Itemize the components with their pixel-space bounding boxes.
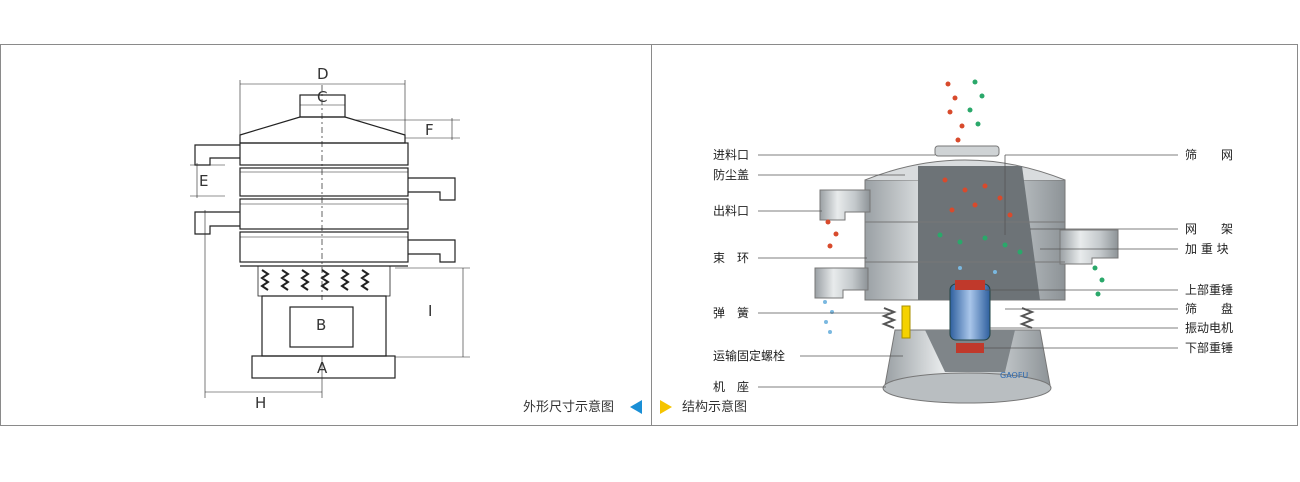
arrow-left-icon[interactable] — [630, 400, 642, 414]
structure-drawing — [814, 79, 1119, 404]
part-label-clamp-ring: 束 环 — [713, 251, 749, 265]
dim-label-a: A — [317, 359, 328, 377]
part-label-screen-mesh: 筛 网 — [1185, 147, 1233, 162]
caption-structure-drawing: 结构示意图 — [682, 400, 748, 415]
dim-label-e: E — [199, 172, 208, 190]
caption-dimension-drawing: 外形尺寸示意图 — [523, 400, 615, 415]
part-label-screen-tray: 筛 盘 — [1185, 301, 1233, 316]
part-label-upper-weight: 上部重锤 — [1185, 282, 1233, 297]
dim-label-c: C — [317, 88, 327, 106]
leader-lines — [758, 154, 1178, 388]
part-label-weight-block: 加 重 块 — [1185, 242, 1229, 256]
part-label-dust-cover: 防尘盖 — [713, 167, 749, 182]
part-label-lower-weight: 下部重锤 — [1185, 340, 1233, 355]
part-label-spring: 弹 簧 — [713, 305, 749, 320]
part-label-outlet: 出料口 — [713, 204, 749, 218]
dim-label-b: B — [316, 316, 326, 334]
part-label-vibration-motor: 振动电机 — [1185, 321, 1233, 335]
dim-label-h: H — [255, 394, 266, 412]
part-label-transport-bolt: 运输固定螺栓 — [713, 348, 785, 363]
part-label-feed-inlet: 进料口 — [713, 148, 749, 162]
panel-divider — [651, 44, 652, 426]
part-label-mesh-frame: 网 架 — [1185, 222, 1233, 236]
arrow-right-icon[interactable] — [660, 400, 672, 414]
dim-label-i: I — [428, 302, 432, 320]
brand-mark: GAOFU — [1000, 371, 1028, 380]
part-label-base: 机 座 — [713, 379, 749, 394]
dim-label-d: D — [317, 65, 329, 83]
dimension-drawing — [190, 80, 470, 398]
dim-label-f: F — [425, 121, 434, 139]
